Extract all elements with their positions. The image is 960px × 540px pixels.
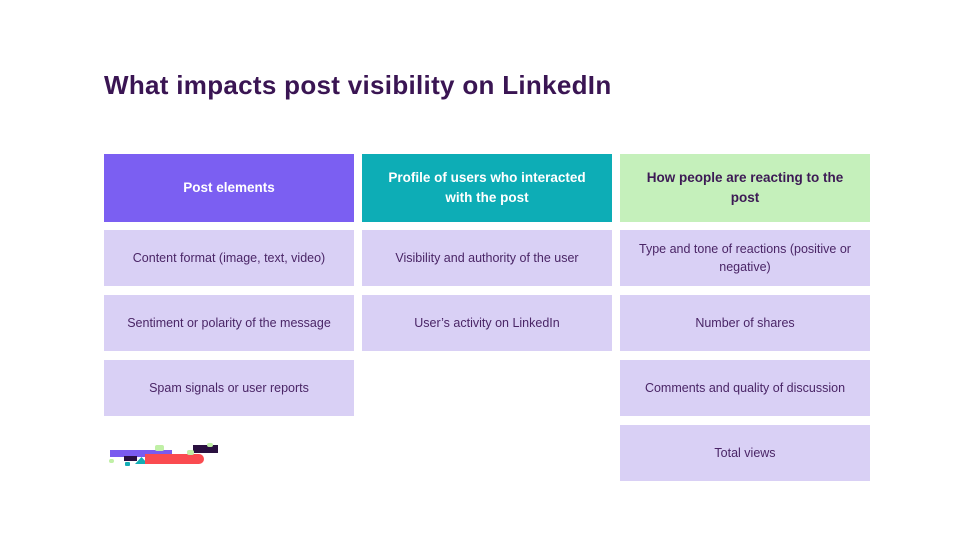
glitch-speck-teal-icon (125, 462, 130, 466)
column-header-user-profile: Profile of users who interacted with the… (362, 154, 612, 222)
glitch-speck-green-icon (207, 443, 213, 447)
glitch-triangle-teal-icon (135, 457, 148, 464)
comparison-table: Post elements Content format (image, tex… (104, 154, 870, 490)
table-cell: Comments and quality of discussion (620, 360, 870, 416)
glitch-bar-dark-icon (193, 445, 218, 453)
glitch-speck-green-icon (155, 445, 164, 451)
glitch-bar-red-icon (145, 454, 204, 464)
glitch-bar-purple-icon (110, 450, 172, 457)
glitch-speck-green-icon (187, 450, 194, 455)
column-header-reactions: How people are reacting to the post (620, 154, 870, 222)
page-title: What impacts post visibility on LinkedIn (104, 70, 612, 100)
table-cell: Sentiment or polarity of the message (104, 295, 354, 351)
column-post-elements: Post elements Content format (image, tex… (104, 154, 354, 490)
glitch-rect-dark-icon (124, 456, 137, 461)
table-cell: Visibility and authority of the user (362, 230, 612, 286)
column-reactions: How people are reacting to the post Type… (620, 154, 870, 490)
column-user-profile: Profile of users who interacted with the… (362, 154, 612, 490)
table-cell: Number of shares (620, 295, 870, 351)
glitch-speck-green-icon (109, 459, 114, 463)
table-cell: Content format (image, text, video) (104, 230, 354, 286)
table-cell: Total views (620, 425, 870, 481)
table-cell: Spam signals or user reports (104, 360, 354, 416)
column-header-post-elements: Post elements (104, 154, 354, 222)
table-cell: User’s activity on LinkedIn (362, 295, 612, 351)
table-cell: Type and tone of reactions (positive or … (620, 230, 870, 286)
glitch-logo (104, 438, 222, 470)
